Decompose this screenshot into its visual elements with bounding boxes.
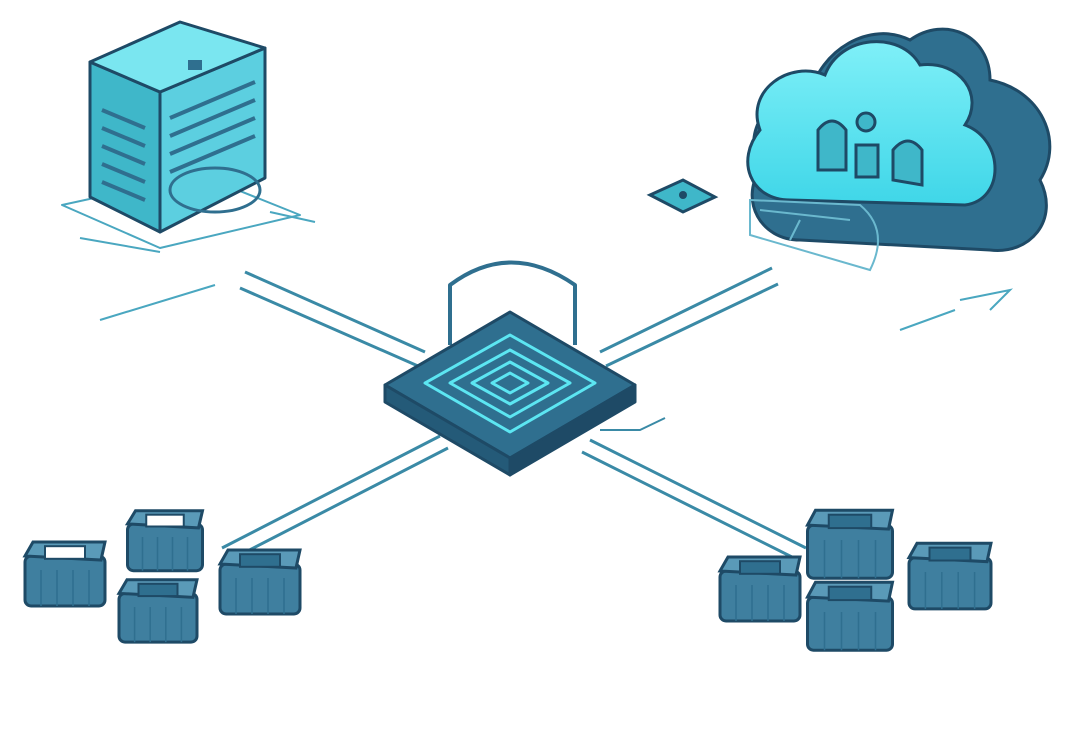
padlock-hub-icon [383, 260, 666, 477]
connector-top-left [239, 270, 426, 368]
node-cube-icon [116, 578, 199, 644]
office-building-icon [61, 20, 316, 321]
node-cube-icon [217, 548, 302, 616]
cube-cluster-right [717, 508, 993, 652]
node-cube-icon [124, 509, 205, 573]
connector-bottom-left [221, 434, 449, 562]
node-cube-icon [805, 508, 895, 580]
cube-cluster-left [22, 509, 302, 644]
connector-bottom-right [581, 438, 807, 562]
node-cube-icon [717, 555, 802, 623]
node-cube-icon [22, 540, 107, 608]
small-chip-icon [646, 178, 719, 214]
connector-lines [221, 266, 807, 562]
node-cube-icon [805, 580, 895, 652]
cloud-datacenter-icon [746, 27, 1052, 331]
connector-top-right [599, 266, 779, 368]
padlock-shackle [448, 260, 577, 345]
node-cube-icon [906, 541, 993, 611]
